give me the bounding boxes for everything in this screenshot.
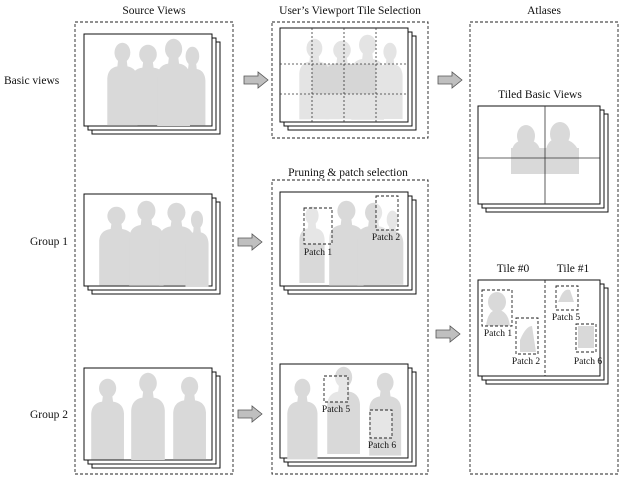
group1-views-stack (83, 193, 221, 295)
pruning-box (271, 179, 429, 475)
row-label-group2: Group 2 (30, 409, 69, 421)
arrow-group2-to-pruning (237, 405, 263, 423)
arrow-pruning-to-atlas (435, 325, 461, 343)
tiled-basic-views-atlas (477, 105, 609, 213)
patch-6-label: Patch 6 (367, 441, 397, 451)
pruned-group2-stack (279, 363, 417, 467)
basic-views-stack (83, 33, 221, 135)
tile-1-label: Tile #1 (556, 263, 590, 275)
patch-1-label: Patch 1 (303, 248, 333, 258)
row-label-group1: Group 1 (30, 236, 69, 248)
row-label-basic-views: Basic views (4, 75, 60, 87)
atlases-header: Atlases (527, 5, 561, 17)
atlas-patch-5-label: Patch 5 (551, 313, 581, 323)
atlas-patch-1-label: Patch 1 (483, 329, 513, 339)
arrow-basic-to-viewport (243, 71, 269, 89)
source-views-header: Source Views (122, 5, 186, 17)
atlas-patch-6-label: Patch 6 (573, 357, 603, 367)
viewport-tile-box (271, 21, 429, 139)
viewport-tile-stack (279, 27, 417, 131)
pruned-group1-stack (279, 191, 417, 295)
viewport-tile-header: User’s Viewport Tile Selection (279, 5, 421, 17)
arrow-group1-to-pruning (237, 233, 263, 251)
atlas-patch-2-label: Patch 2 (511, 357, 541, 367)
patch-2-label: Patch 2 (371, 233, 401, 243)
arrow-viewport-to-atlas (437, 71, 463, 89)
patch-5-label: Patch 5 (321, 405, 351, 415)
tile-0-label: Tile #0 (496, 263, 530, 275)
tiled-basic-views-title: Tiled Basic Views (498, 89, 582, 101)
pruning-title: Pruning & patch selection (288, 167, 408, 179)
patch-atlas (477, 279, 609, 385)
group2-views-stack (83, 367, 221, 469)
